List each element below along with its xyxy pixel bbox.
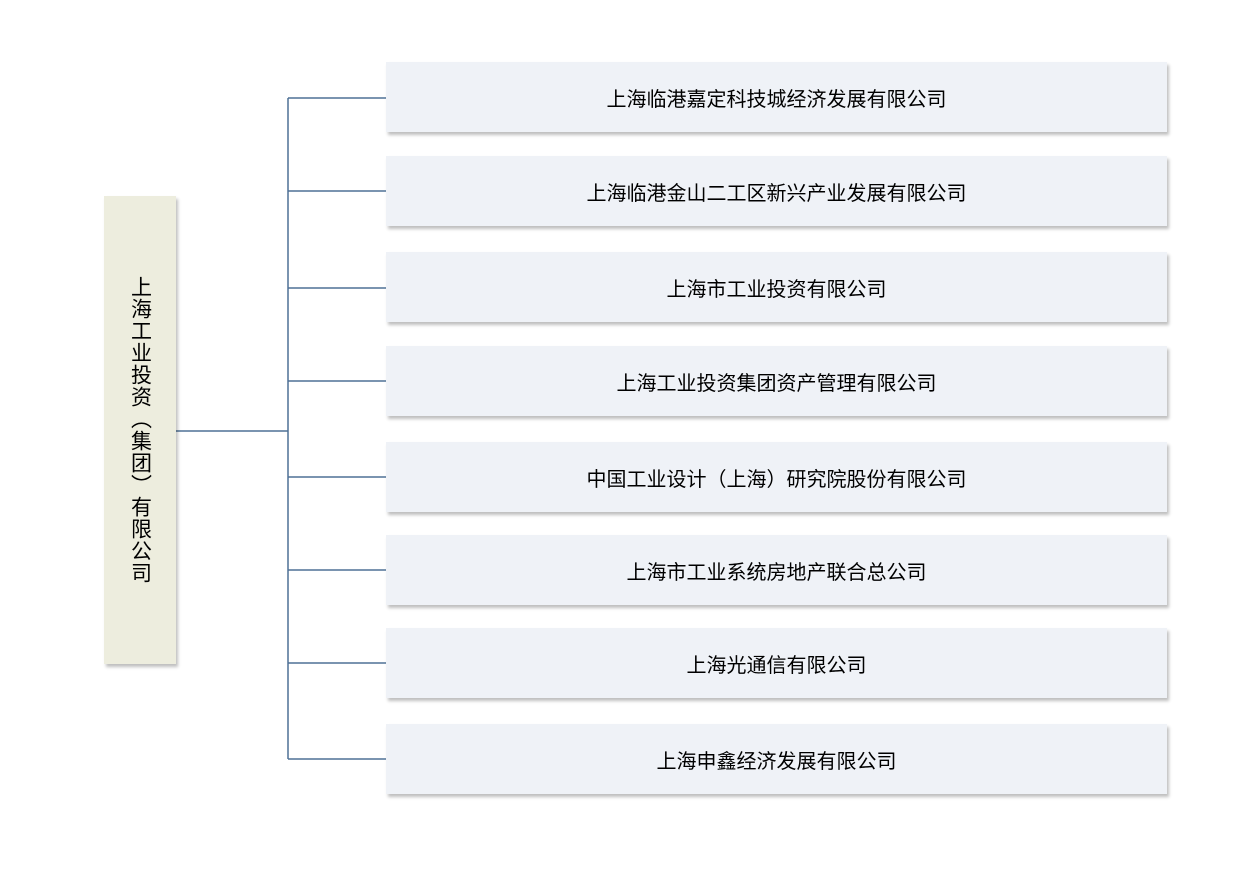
child-node-label: 上海申鑫经济发展有限公司: [656, 748, 897, 773]
root-node-label: 上海工业投资（集团）有限公司: [128, 276, 153, 584]
child-node-label: 上海光通信有限公司: [686, 652, 867, 677]
child-node-label: 中国工业设计（上海）研究院股份有限公司: [586, 466, 967, 491]
child-node-label: 上海临港金山二工区新兴产业发展有限公司: [586, 180, 967, 205]
child-node: 上海临港金山二工区新兴产业发展有限公司: [386, 156, 1167, 226]
child-node-label: 上海工业投资集团资产管理有限公司: [616, 370, 937, 395]
child-node: 上海申鑫经济发展有限公司: [386, 724, 1167, 794]
child-node: 上海工业投资集团资产管理有限公司: [386, 346, 1167, 416]
root-node: 上海工业投资（集团）有限公司: [104, 196, 176, 664]
child-node: 上海市工业投资有限公司: [386, 252, 1167, 322]
child-node: 中国工业设计（上海）研究院股份有限公司: [386, 442, 1167, 512]
child-node: 上海光通信有限公司: [386, 628, 1167, 698]
child-node-label: 上海市工业投资有限公司: [666, 276, 887, 301]
child-node-label: 上海市工业系统房地产联合总公司: [626, 559, 927, 584]
child-node: 上海市工业系统房地产联合总公司: [386, 535, 1167, 605]
child-node-label: 上海临港嘉定科技城经济发展有限公司: [606, 86, 947, 111]
child-node: 上海临港嘉定科技城经济发展有限公司: [386, 62, 1167, 132]
